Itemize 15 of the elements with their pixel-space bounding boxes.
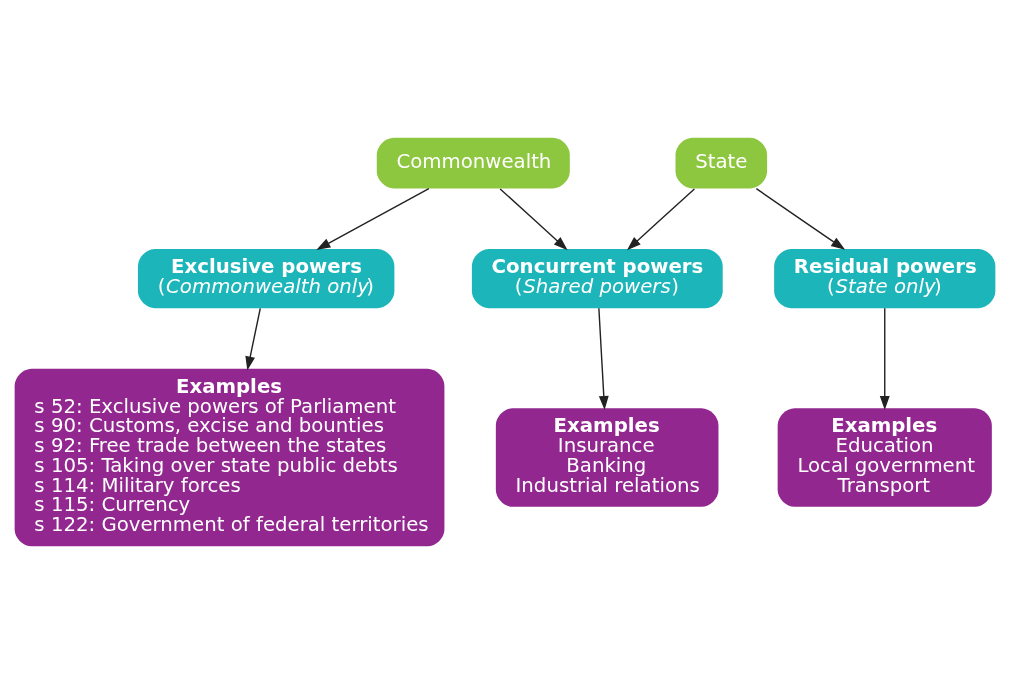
node-box: Examples Insurance Banking Industrial relations [495, 407, 718, 507]
arrow [499, 187, 568, 250]
arrow [244, 307, 261, 371]
node-box: Exclusive powers (Commonwealth only) [137, 248, 394, 308]
arrow [597, 307, 609, 410]
node-box: State [675, 137, 767, 188]
node-box: Commonwealth [376, 137, 570, 188]
arrow [755, 187, 845, 250]
arrow [315, 187, 430, 250]
arrow [879, 307, 890, 410]
node-box: Residual powers (State only) [773, 248, 995, 308]
arrow [626, 187, 695, 250]
node-box: Examples s 52: Exclusive powers of Parliament s 90: Customs, excise and bounties s 92: Free trade between the states s 105: Taking over state public debts s 114: Military forces s 115: Currency s 122: Government of federal territories [14, 368, 444, 546]
node-box: Examples Education Local government Transport [777, 407, 992, 507]
node-box: Concurrent powers (Shared powers) [471, 248, 723, 308]
